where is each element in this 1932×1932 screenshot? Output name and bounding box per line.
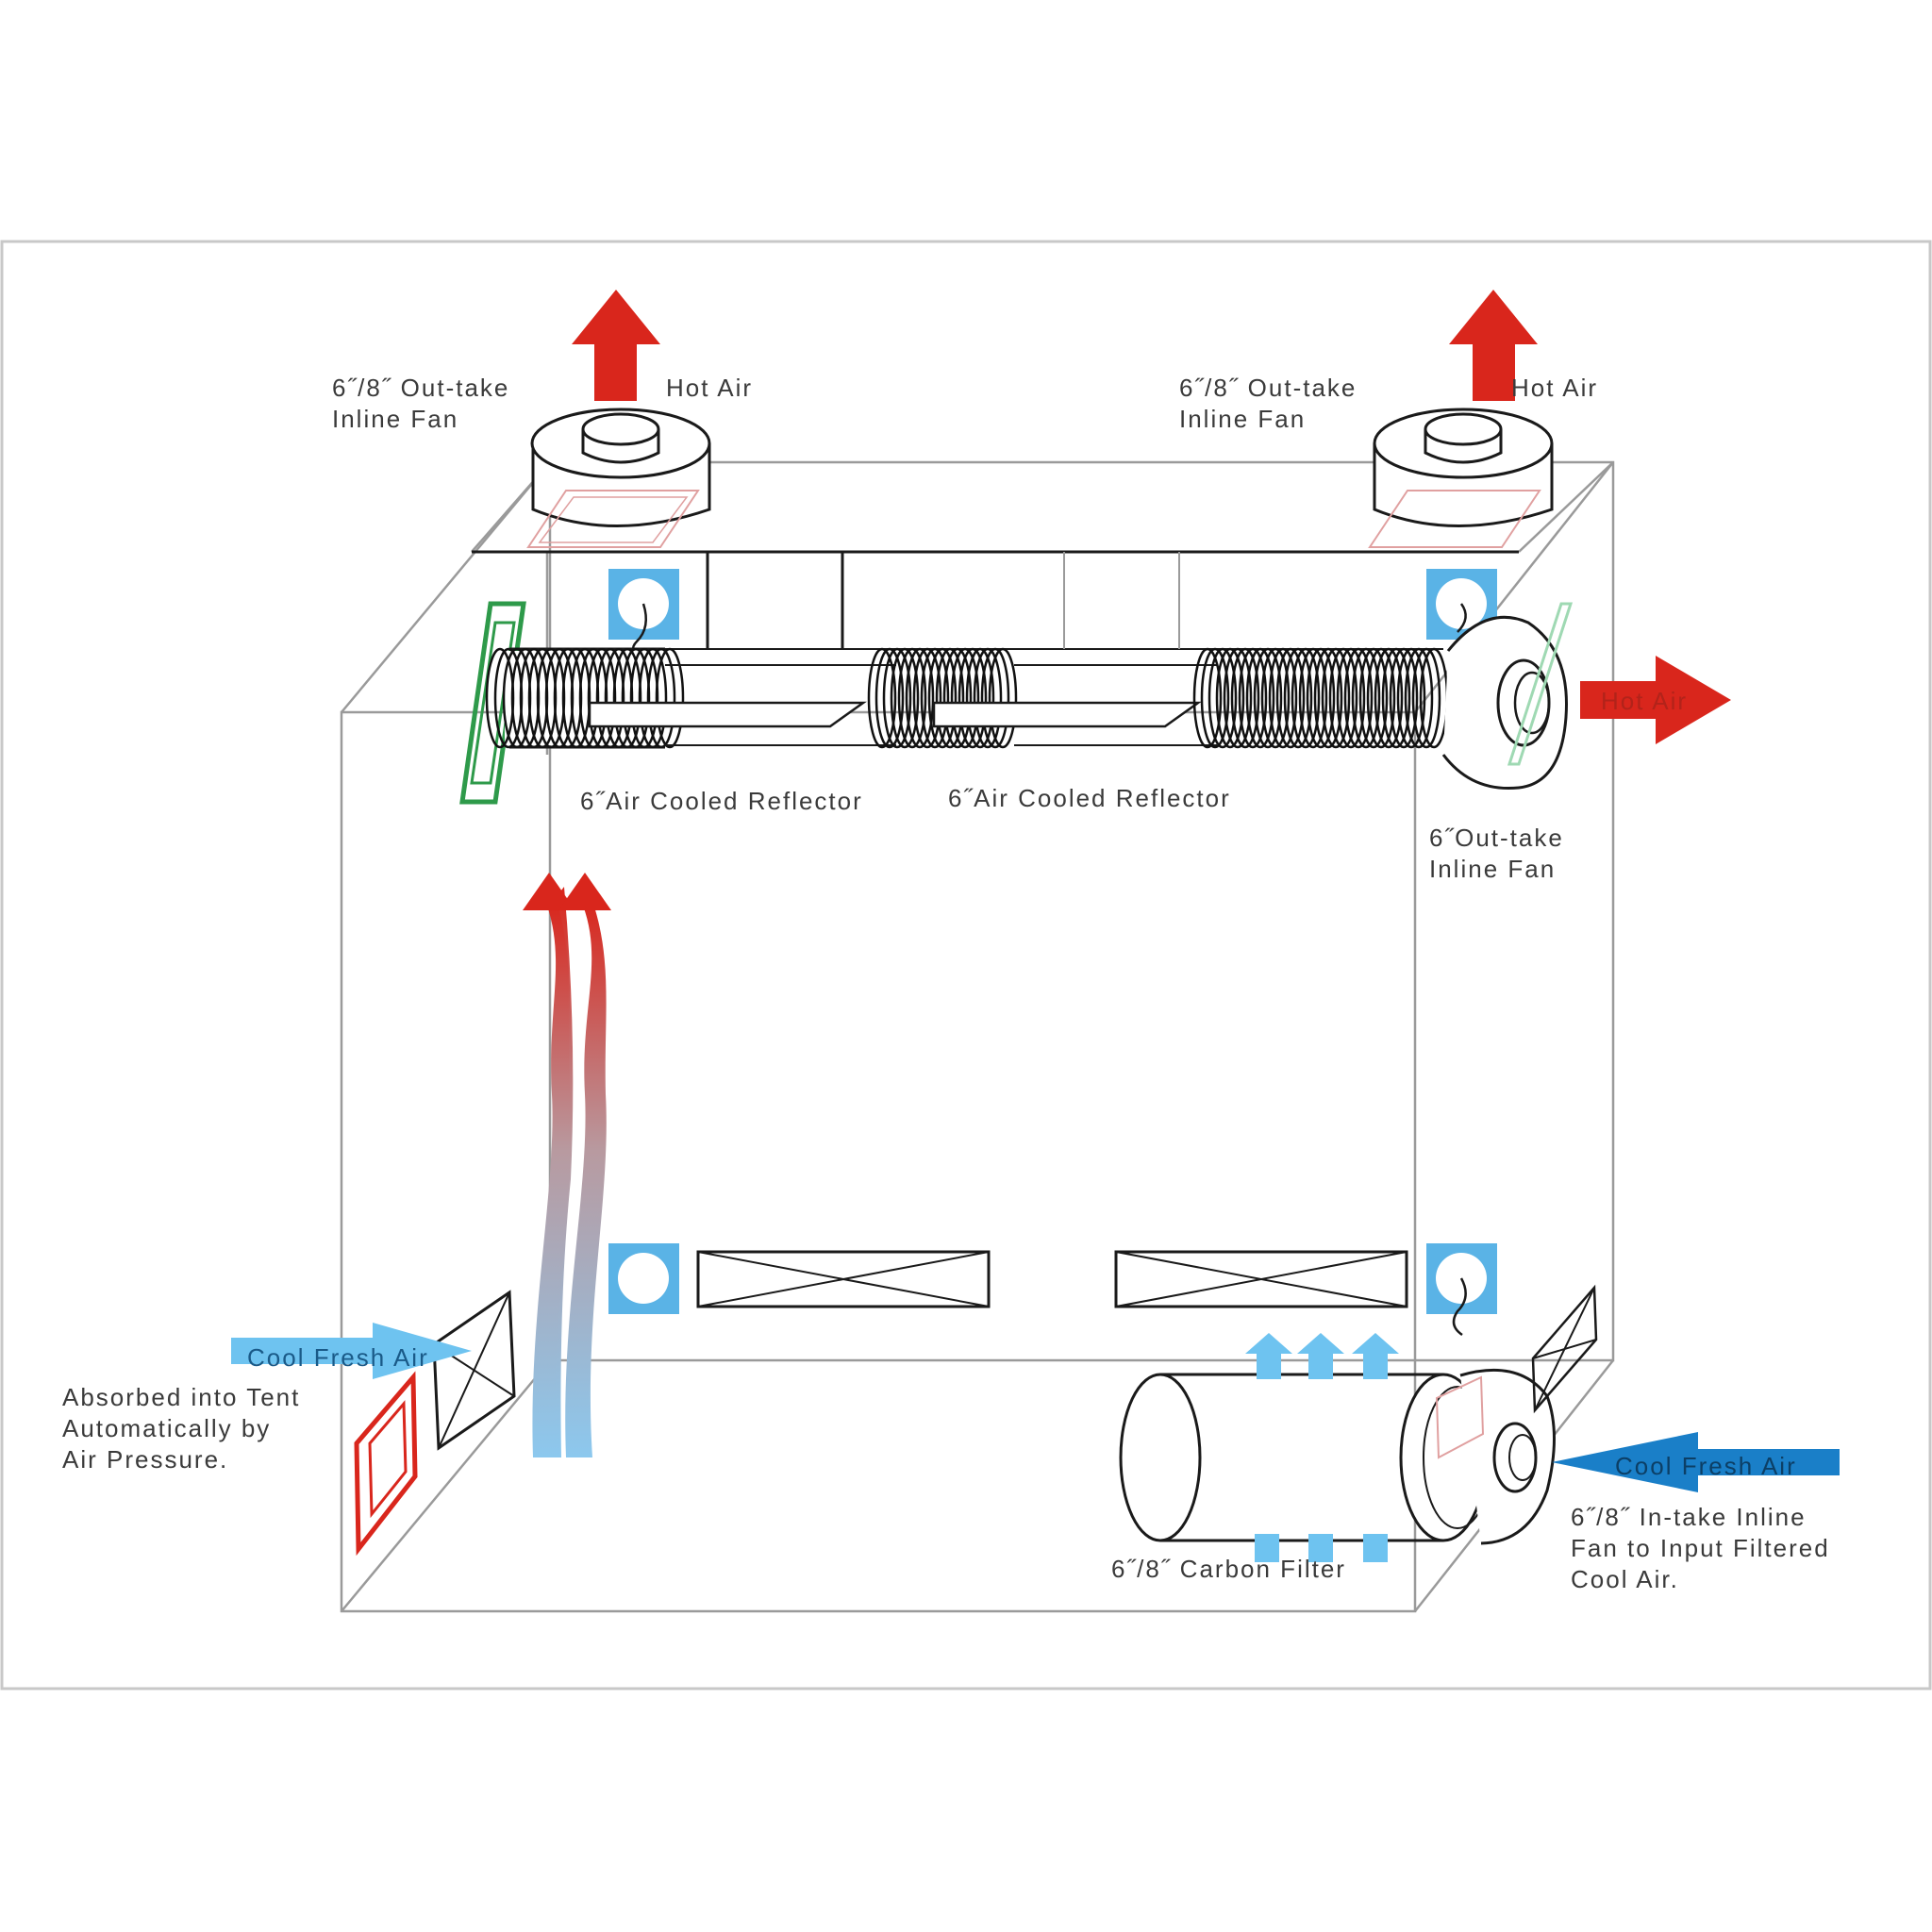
duct-coil-ring: [905, 647, 935, 749]
grow-light-left: [696, 1250, 991, 1308]
duct-coil-ring: [897, 647, 927, 749]
top-right-inline-fan-icon: [1368, 408, 1554, 548]
duct-coil-ring: [1230, 647, 1260, 749]
duct-coil-ring: [867, 647, 897, 749]
side-inline-fan-icon: [1441, 602, 1574, 791]
duct-coil-ring: [1336, 647, 1366, 749]
cool-air-right-arrow-icon: [231, 1323, 472, 1379]
side-fan-label-line2: Inline Fan: [1429, 855, 1556, 883]
duct-coil-ring: [973, 647, 1003, 749]
duct-coil-ring: [1192, 647, 1223, 749]
intake-fan-label-line2: Fan to Input Filtered: [1571, 1534, 1830, 1562]
intake-window: [1531, 1284, 1598, 1414]
duct-coil-ring: [890, 647, 920, 749]
intake-fan-label-line3: Cool Air.: [1571, 1565, 1679, 1593]
hot-air-up-arrow-icon: [572, 290, 660, 401]
duct-coil-ring: [655, 647, 685, 749]
diagram-frame: [0, 240, 1932, 1690]
duct-coil-ring: [1283, 647, 1313, 749]
absorbed-label-line3: Air Pressure.: [62, 1445, 228, 1474]
duct-coil-ring: [965, 647, 995, 749]
duct-coil-ring: [1260, 647, 1291, 749]
duct-coil-ring: [1366, 647, 1396, 749]
duct-coil-ring: [1215, 647, 1245, 749]
duct-coil-ring: [988, 647, 1018, 749]
air-cooled-reflector-left: [588, 664, 896, 746]
filtered-air-up-arrows: [1245, 1333, 1399, 1562]
duct-coil-ring: [920, 647, 950, 749]
duct-coil-ring: [950, 647, 980, 749]
hot-air-up-arrow-icon: [1449, 290, 1538, 401]
intake-inline-fan-icon: [1399, 1368, 1556, 1545]
duct-coil-ring: [1223, 647, 1253, 749]
duct-coil-ring: [1411, 647, 1441, 749]
intake-fan-label-line1: 6˝/8˝ In-take Inline: [1571, 1503, 1807, 1531]
duct-coil-ring: [1291, 647, 1321, 749]
duct-coil-ring: [1200, 647, 1230, 749]
duct-coil-ring: [646, 647, 676, 749]
top-right-fan-label-line2: Inline Fan: [1179, 405, 1306, 433]
duct-coil-ring: [935, 647, 965, 749]
duct-coil-ring: [1298, 647, 1328, 749]
top-right-fan-label-line1: 6˝/8˝ Out-take: [1179, 374, 1357, 402]
duct-coil-ring: [1343, 647, 1374, 749]
duct-coil-ring: [1396, 647, 1426, 749]
duct-coil-rings: [1192, 647, 1449, 749]
duct-coil-ring: [1351, 647, 1381, 749]
top-left-fan-label-line1: 6˝/8˝ Out-take: [332, 374, 509, 402]
duct-coil-rings: [485, 647, 685, 749]
vent-port-icon: [354, 1371, 418, 1557]
duct-coil-ring: [1321, 647, 1351, 749]
top-left-hot-air-label: Hot Air: [666, 374, 753, 402]
absorbed-label-line1: Absorbed into Tent: [62, 1383, 300, 1411]
reflector-left-label: 6˝Air Cooled Reflector: [580, 787, 863, 815]
duct-coil-ring: [927, 647, 958, 749]
grow-light-right: [1114, 1250, 1408, 1308]
duct-coil-ring: [1358, 647, 1389, 749]
duct-coil-ring: [1208, 647, 1238, 749]
duct-coil-ring: [1404, 647, 1434, 749]
duct-coil-ring: [882, 647, 912, 749]
duct-coil-ring: [1389, 647, 1419, 749]
duct-coil-ring: [912, 647, 942, 749]
duct-coil-ring: [1268, 647, 1298, 749]
duct-coil-ring: [1245, 647, 1275, 749]
duct-coil-ring: [1253, 647, 1283, 749]
tent-front-face: [340, 710, 1417, 1613]
hot-air-up-arrow-icon: [523, 873, 575, 910]
duct-coil-ring: [1313, 647, 1343, 749]
top-right-hot-air-label: Hot Air: [1511, 374, 1598, 402]
cool-fresh-air-right-label: Cool Fresh Air: [1615, 1452, 1797, 1480]
air-cooled-reflector-right: [932, 664, 1217, 746]
duct-coil-ring: [638, 647, 668, 749]
duct-coil-ring: [980, 647, 1010, 749]
duct-coil-ring: [942, 647, 973, 749]
top-left-fan-label-line2: Inline Fan: [332, 405, 458, 433]
duct-coil-rings: [867, 647, 1018, 749]
cool-fresh-air-left-label: Cool Fresh Air: [247, 1343, 429, 1372]
top-left-inline-fan-icon: [526, 408, 711, 548]
power-socket-icon: [608, 1243, 679, 1314]
carbon-filter: [1119, 1373, 1443, 1542]
duct-coil-ring: [1306, 647, 1336, 749]
hot-air-right-arrow-icon: [1580, 656, 1731, 744]
duct-coil-ring: [874, 647, 905, 749]
duct-coil-ring: [1238, 647, 1268, 749]
absorbed-label-line2: Automatically by: [62, 1414, 271, 1442]
duct-coil-ring: [1275, 647, 1306, 749]
reflector-right-label: 6˝Air Cooled Reflector: [948, 784, 1231, 812]
passive-intake-window: [432, 1290, 516, 1451]
cool-air-left-arrow-icon: [1552, 1432, 1840, 1492]
side-fan-label-line1: 6˝Out-take: [1429, 824, 1564, 852]
duct-coil-ring: [1328, 647, 1358, 749]
duct-coil-ring: [1374, 647, 1404, 749]
carbon-filter-label: 6˝/8˝ Carbon Filter: [1111, 1555, 1346, 1583]
duct-coil-ring: [958, 647, 988, 749]
duct-coil-ring: [1381, 647, 1411, 749]
hot-air-up-arrow-icon: [558, 873, 611, 910]
side-hot-air-label: Hot Air: [1601, 687, 1688, 715]
